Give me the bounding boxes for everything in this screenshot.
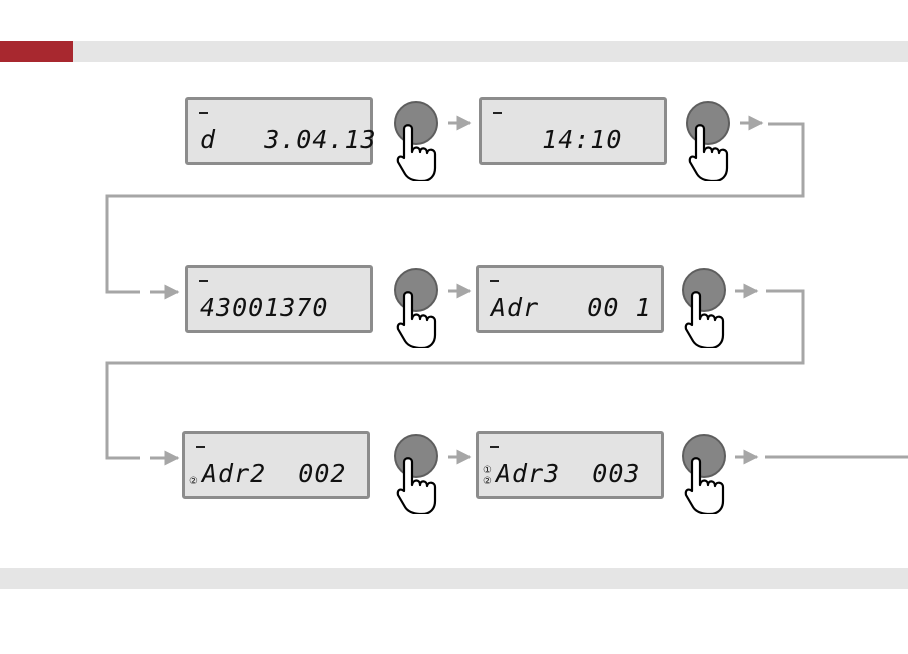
- channel-mark: ②: [189, 476, 198, 487]
- channel-mark: ②: [483, 476, 492, 487]
- lcd-display-number: 43001370: [185, 265, 373, 333]
- finger-press-button-icon: [682, 434, 726, 514]
- header-accent-block: [0, 41, 73, 62]
- finger-press-button-icon: [394, 101, 438, 181]
- finger-press-button-icon: [394, 434, 438, 514]
- lcd-display-date: d 3.04.13: [185, 97, 376, 165]
- lcd-indicator-dash: [199, 112, 208, 114]
- footer-band: [0, 568, 908, 589]
- lcd-text: 43001370: [200, 293, 329, 322]
- lcd-indicator-dash: [490, 280, 499, 282]
- lcd-text: 14:10: [494, 125, 623, 154]
- lcd-indicator-dash: [493, 112, 502, 114]
- finger-press-button-icon: [686, 101, 730, 181]
- lcd-display-time: 14:10: [479, 97, 667, 165]
- lcd-text: Adr2 002: [202, 459, 347, 488]
- lcd-text: d 3.04.13: [200, 125, 377, 154]
- connector-line: [105, 289, 805, 460]
- lcd-display-address-2: ② Adr2 002: [182, 431, 370, 499]
- lcd-text: Adr 00 1: [491, 293, 652, 322]
- lcd-display-address-3: ① ② Adr3 003: [476, 431, 664, 499]
- channel-mark: ①: [483, 465, 492, 476]
- lcd-indicator-dash: [490, 446, 499, 448]
- lcd-indicator-dash: [199, 280, 208, 282]
- finger-press-button-icon: [394, 268, 438, 348]
- header-band: [0, 41, 908, 62]
- lcd-indicator-dash: [196, 446, 205, 448]
- lcd-channel-marks: ②: [189, 476, 201, 487]
- finger-press-button-icon: [682, 268, 726, 348]
- lcd-text: Adr3 003: [496, 459, 641, 488]
- lcd-display-address-1: Adr 00 1: [476, 265, 664, 333]
- lcd-channel-marks: ① ②: [483, 465, 495, 487]
- connector-line: [105, 122, 805, 294]
